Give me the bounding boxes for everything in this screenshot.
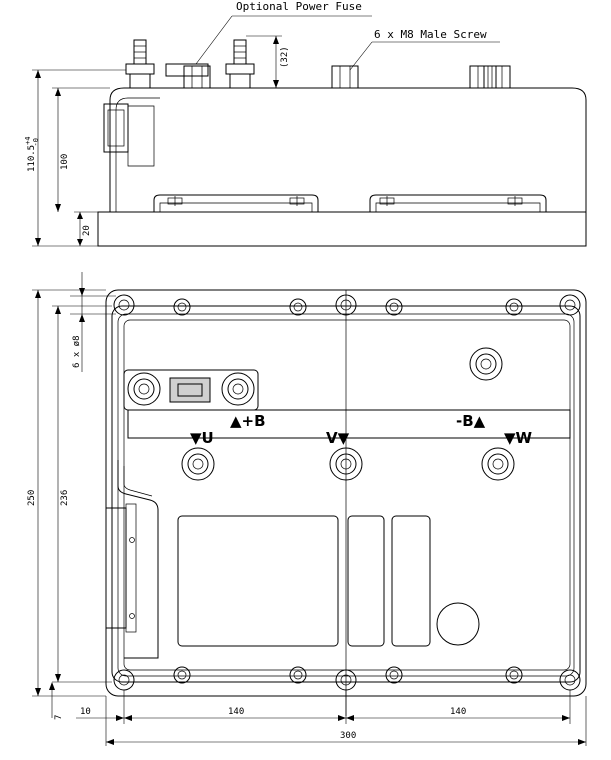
callout-fuse-label: Optional Power Fuse bbox=[236, 0, 362, 13]
top-view: ▼U ▲+B V▼ -B▲ ▼W 250 bbox=[27, 272, 587, 746]
fuse-assembly bbox=[123, 369, 259, 411]
terminal-v bbox=[329, 447, 363, 481]
terminal-u bbox=[181, 447, 215, 481]
terminal-label-plus-b: ▲+B bbox=[230, 412, 266, 430]
terminal-label-minus-b: -B▲ bbox=[456, 412, 486, 430]
side-flange-right bbox=[369, 194, 547, 212]
side-flange-screw bbox=[379, 196, 395, 206]
lid-screw bbox=[385, 298, 403, 316]
dim-base-height: 20 bbox=[82, 225, 92, 236]
side-nut bbox=[331, 65, 359, 89]
dim-pitch-left: 140 bbox=[228, 707, 244, 717]
side-fuse-body bbox=[165, 63, 209, 77]
label-panel-large bbox=[177, 515, 339, 647]
dim-inner-height: 236 bbox=[60, 490, 70, 506]
dim-total-height: 110.5+4-0 bbox=[24, 136, 40, 172]
lid-screw bbox=[173, 666, 191, 684]
side-view: Optional Power Fuse 6 x M8 Male Screw (3… bbox=[24, 0, 587, 247]
lid-screw bbox=[505, 666, 523, 684]
mount-hole bbox=[113, 669, 135, 691]
mount-hole bbox=[559, 669, 581, 691]
dim-bottom-margin: 7 bbox=[54, 715, 64, 720]
mount-hole bbox=[559, 294, 581, 316]
dim-stud-height: (32) bbox=[280, 46, 290, 68]
side-housing-body bbox=[109, 87, 587, 212]
mount-hole bbox=[113, 294, 135, 316]
lid-screw bbox=[289, 298, 307, 316]
dim-hole: 6 x ø8 bbox=[72, 335, 82, 368]
dim-overall-height: 250 bbox=[27, 490, 37, 506]
side-flange-screw bbox=[289, 196, 305, 206]
label-panel-mid bbox=[347, 515, 385, 647]
side-nut bbox=[183, 65, 211, 89]
terminal-label-w: ▼W bbox=[504, 429, 533, 447]
dim-body-height: 100 bbox=[60, 154, 70, 170]
vent-plug bbox=[436, 602, 480, 646]
side-base-plate bbox=[97, 211, 587, 247]
lid-screw bbox=[385, 666, 403, 684]
lid-screw bbox=[289, 666, 307, 684]
callout-screws-label: 6 x M8 Male Screw bbox=[374, 28, 487, 41]
terminal-label-strip bbox=[127, 409, 571, 439]
side-nut bbox=[483, 65, 511, 89]
label-panel-small bbox=[391, 515, 431, 647]
terminal-label-u: ▼U bbox=[190, 429, 214, 447]
terminal-label-v: V▼ bbox=[326, 429, 350, 447]
dim-left-margin: 10 bbox=[80, 707, 91, 717]
terminal-w bbox=[481, 447, 515, 481]
side-flange-screw bbox=[507, 196, 523, 206]
side-stud-plus-b bbox=[125, 39, 155, 89]
side-flange-left bbox=[153, 194, 319, 212]
dim-pitch-right: 140 bbox=[450, 707, 466, 717]
side-flange-screw bbox=[167, 196, 183, 206]
lid-screw bbox=[505, 298, 523, 316]
terminal-minus-b bbox=[469, 347, 503, 381]
dim-overall-width: 300 bbox=[340, 731, 356, 741]
side-stud-fuse-b bbox=[225, 39, 255, 89]
lid-screw bbox=[173, 298, 191, 316]
side-connector bbox=[105, 460, 159, 659]
side-connector-block bbox=[103, 103, 129, 153]
side-nut bbox=[469, 65, 497, 89]
